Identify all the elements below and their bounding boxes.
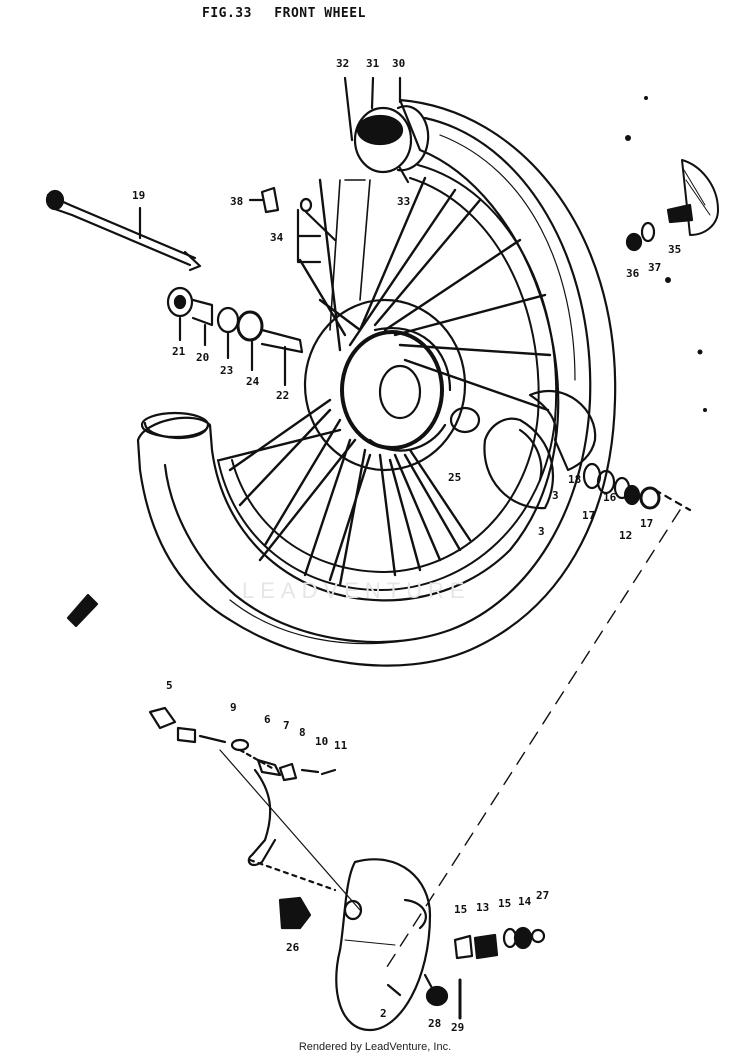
callout-24: 24 [246,375,260,388]
callout-38: 38 [230,195,244,208]
rim [217,164,558,591]
bolt-38 [248,186,280,214]
callout-18: 18 [568,473,582,486]
callout-30: 30 [392,57,406,70]
brake-arm-assembly [148,706,337,867]
callout-7: 7 [283,719,290,732]
callout-14: 14 [518,895,532,908]
callout-11: 11 [334,739,348,752]
front-axle [45,189,202,272]
exploded-view-axis [384,509,681,971]
footer-credit: Rendered by LeadVenture, Inc. [298,1041,452,1053]
callout-9: 9 [230,701,237,714]
callout-28: 28 [428,1017,442,1030]
callout-36: 36 [626,267,640,280]
callout-10: 10 [315,735,329,748]
figure-number: FIG.33 [202,6,252,21]
callout-8: 8 [299,726,306,739]
callout-15-right: 15 [498,897,512,910]
callout-27: 27 [536,889,550,902]
callout-5: 5 [166,679,173,692]
brake-shoes [483,389,597,510]
bolt-28-29 [386,973,462,1020]
tube [229,134,576,645]
callout-16: 16 [603,491,617,504]
axle-spacer-set [166,286,304,387]
callout-32: 32 [336,57,350,70]
callout-31: 31 [366,57,380,70]
callout-6: 6 [264,713,271,726]
callout-23: 23 [220,364,234,377]
figure-name: FRONT WHEEL [274,6,366,21]
watermark-text: LEADVENTURE [242,578,471,603]
callout-25: 25 [448,471,462,484]
callout-3-upper: 3 [552,489,559,502]
callout-21: 21 [172,345,186,358]
callout-13: 13 [476,901,490,914]
valve-34 [296,197,337,264]
callout-33: 33 [397,195,411,208]
hub [303,298,481,472]
print-specks [625,96,707,412]
callout-35: 35 [668,243,682,256]
callout-19: 19 [132,189,146,202]
callout-37: 37 [648,261,662,274]
callout-17-right: 17 [640,517,654,530]
callout-26: 26 [286,941,300,954]
cap-assembly [343,76,430,184]
callout-3-lower: 3 [538,525,545,538]
callout-22: 22 [276,389,290,402]
callout-29: 29 [451,1021,465,1034]
right-side-bearings [582,462,692,512]
speedo-drive [625,159,719,252]
callout-34: 34 [270,231,284,244]
callout-2: 2 [380,1007,387,1020]
callout-12: 12 [619,529,633,542]
callout-20: 20 [196,351,210,364]
brake-panel [219,749,432,1032]
figure-title: FIG.33 FRONT WHEEL [202,6,366,21]
cam-shaft-hardware [453,926,546,960]
callout-15-left: 15 [454,903,468,916]
fork-tube [329,179,371,331]
front-direction-arrow-icon [66,593,99,628]
callout-17-left: 17 [582,509,596,522]
